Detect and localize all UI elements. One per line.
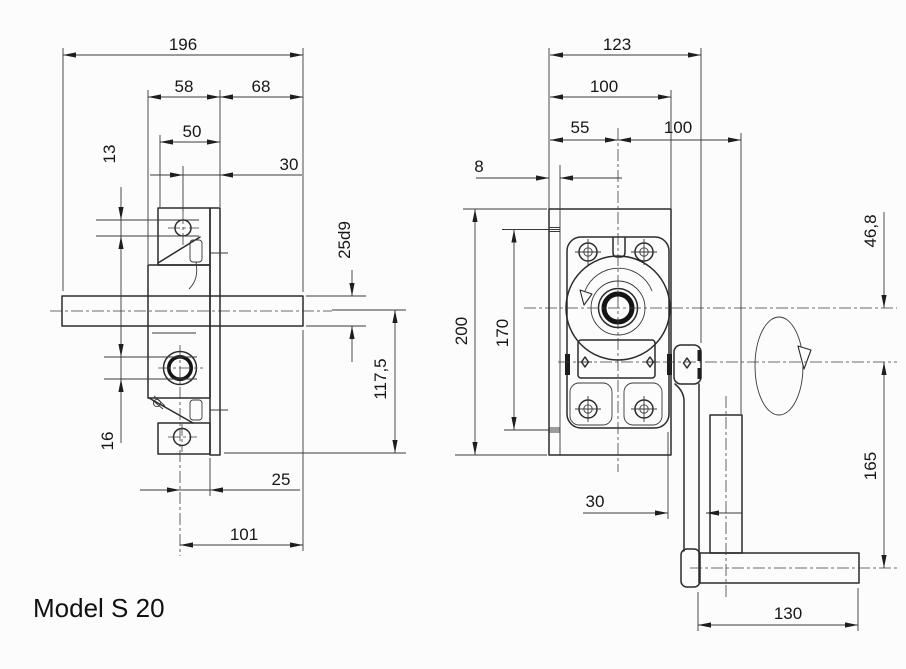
dim-label: 123: [603, 35, 631, 54]
dim-label: 30: [280, 155, 299, 174]
screw-diamond-icon: [645, 356, 655, 368]
dim-hub-to-plate: 25: [140, 458, 300, 496]
dim-label: 165: [861, 452, 880, 480]
dim-label: 100: [664, 118, 692, 137]
screw-diamond-icon: [580, 356, 590, 368]
gear-housing-front: [565, 236, 672, 429]
mounting-plate-front: [548, 165, 672, 456]
pivot-screw-icon: [682, 357, 692, 369]
crank-arm: [674, 383, 700, 554]
dim-plate-height: 200: [452, 208, 547, 456]
dim-plate-width: 100: [550, 77, 672, 209]
dim-label: 46,8: [861, 214, 880, 247]
bolt-icon: [575, 396, 601, 422]
dim-hole-to-plate: 30: [150, 155, 302, 212]
dim-label: 130: [774, 604, 802, 623]
dim-housing-to-arm: 30: [583, 432, 742, 519]
bolt-icon: [575, 239, 601, 265]
dim-label: 58: [175, 77, 194, 96]
dim-label: 16: [98, 432, 117, 451]
dim-label: 55: [571, 118, 590, 137]
dim-label: 117,5: [371, 358, 390, 399]
set-screw-icon: [150, 395, 166, 410]
dim-label: 101: [230, 525, 258, 544]
dim-label: 50: [183, 122, 202, 141]
centerlines: [524, 128, 897, 472]
model-label: Model S 20: [33, 593, 165, 623]
dim-shaft-diameter: 25d9: [306, 221, 366, 362]
dim-overall-width-side: 196: [62, 35, 304, 292]
dim-label: 196: [169, 35, 197, 54]
dim-label: 30: [586, 492, 605, 511]
dim-label: 170: [493, 319, 512, 347]
dim-grip-length: 130: [697, 588, 859, 631]
dim-label: 100: [590, 77, 618, 96]
bolt-icon: [631, 239, 657, 265]
rotation-direction-icon: [754, 316, 812, 416]
gear-housing-side: [147, 207, 211, 455]
dim-label: 68: [252, 77, 271, 96]
dim-label: 25d9: [335, 221, 354, 259]
dim-label: 8: [474, 157, 483, 176]
dim-axis-to-shaft-end: 101: [180, 330, 304, 551]
mounting-plate-side: [209, 207, 221, 456]
dim-overall-width-front: 123: [548, 35, 702, 343]
dim-below-axis-height: 117,5: [224, 309, 406, 454]
side-view: 196 58 68 50 30 13 16: [50, 35, 406, 556]
dim-axis-to-crank: 46,8: [861, 212, 887, 568]
crank-handle: [673, 344, 897, 600]
dim-slot-spacing: 170: [493, 229, 560, 431]
dim-flange-lip: 8: [474, 157, 622, 181]
dim-body-width: 50: [159, 122, 220, 207]
dim-label: 13: [100, 145, 119, 164]
inspection-window: [565, 339, 672, 379]
dim-crank-radius: 165: [861, 452, 887, 568]
dim-label: 200: [452, 317, 471, 345]
lower-bolt-hole: [168, 424, 197, 452]
drive-shaft: [50, 295, 332, 327]
hub-bore: [158, 345, 203, 556]
dim-mount-span: 58 68: [147, 77, 303, 264]
dim-edge-to-axis: 55 100: [550, 118, 742, 414]
crank-hub: [673, 344, 702, 385]
front-view: 123 100 55 100 8 200: [452, 35, 897, 631]
dim-hole-diameter: 13 16: [96, 145, 199, 451]
dim-label: 25: [272, 470, 291, 489]
bolt-icon: [631, 396, 657, 422]
rotation-arc-icon: [579, 267, 653, 306]
